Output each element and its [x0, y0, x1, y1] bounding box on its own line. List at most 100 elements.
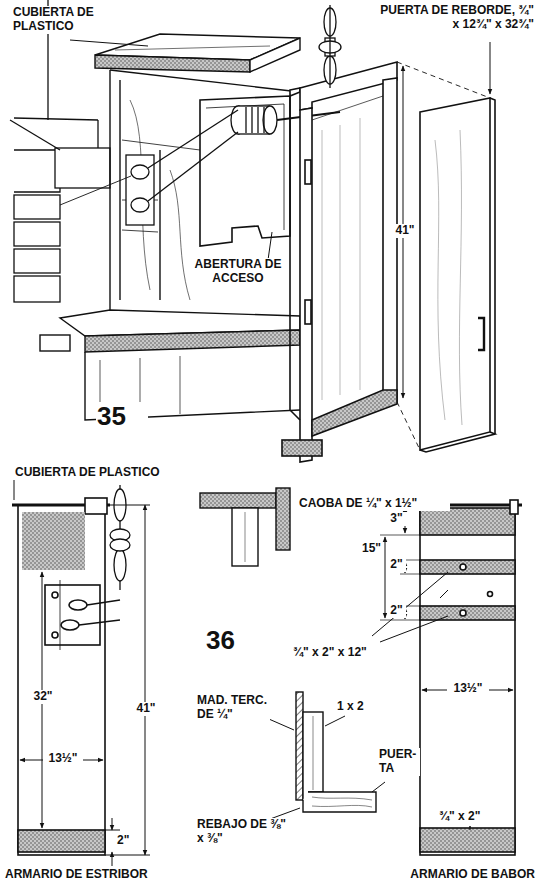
leader-line: [325, 716, 345, 726]
dimension: 13½": [447, 682, 489, 696]
hull-planks: [14, 150, 60, 192]
dimension: ¾" x 2" x 12": [292, 646, 394, 660]
leader-line: [380, 616, 448, 642]
cabinet-frame: [305, 160, 311, 184]
rear-wall: [119, 80, 120, 300]
sheaves: [60, 176, 131, 205]
port-cabinet: [488, 592, 493, 597]
sheaves: [148, 132, 238, 201]
rear-wall: [109, 70, 110, 310]
cabinet-door: [397, 62, 490, 450]
part-label: PUER- TA: [378, 748, 420, 776]
leader-line: [372, 782, 385, 792]
cabinet-frame: [383, 78, 397, 404]
rear-wall: [159, 150, 160, 300]
part-label: CUBIERTA DE PLASTICO: [14, 466, 206, 480]
part-label: PUERTA DE REBORDE, ¾" x 12¾" x 32¾": [378, 4, 535, 32]
bracket: [97, 120, 98, 148]
dimension-line: [380, 620, 420, 621]
plastic-cover: [95, 34, 300, 72]
part-label: CAOBA DE ¼" x 1½": [298, 497, 450, 511]
steering-wheel: [319, 5, 341, 88]
starboard-cabinet: [45, 585, 100, 645]
dimension-line: [110, 505, 150, 506]
hull-planks: [14, 276, 60, 302]
bottom-shelf: [40, 310, 300, 420]
door-rabbet-detail: [296, 692, 303, 800]
sheaves: [126, 155, 154, 225]
starboard-cabinet: [85, 498, 107, 514]
dimension: 13½": [43, 752, 83, 766]
starboard-cabinet: [61, 620, 79, 630]
mahogany-detail: [276, 488, 290, 550]
rear-wall: [122, 230, 158, 232]
rear-wall: [170, 170, 190, 300]
starboard-cabinet: [60, 580, 61, 650]
dimension-line: [112, 818, 113, 830]
starboard-cabinet: [52, 592, 58, 598]
port-cabinet: [440, 590, 448, 598]
part-label: ABERTURA DE ACCESO: [192, 258, 284, 286]
steering-wheel: [110, 485, 130, 590]
dimension: 32": [28, 690, 58, 704]
port-cabinet: [510, 500, 518, 514]
mahogany-detail: [245, 512, 246, 562]
dimension: 3": [387, 512, 406, 526]
port-cabinet: [460, 564, 466, 570]
dimension: 1 x 2: [336, 700, 378, 714]
starboard-cabinet: [79, 620, 120, 625]
hull-planks: [14, 222, 60, 246]
leader-line: [490, 42, 491, 94]
door-rabbet-detail: [303, 712, 323, 800]
mahogany-detail: [232, 508, 258, 566]
part-label: REBAJO DE ⅜" x ⅜": [196, 818, 288, 846]
pulley: [231, 106, 340, 134]
pulley: [245, 107, 246, 133]
caption-label: ARMARIO DE BABOR: [396, 868, 536, 882]
dimension-line: [380, 507, 513, 828]
port-cabinet: [414, 500, 522, 855]
starboard-cabinet: [69, 600, 87, 610]
figure-number: 35: [96, 402, 148, 432]
bottom-shelf: [85, 330, 300, 352]
dimension: 2": [116, 834, 140, 848]
access-opening: [200, 96, 290, 246]
plastic-cover: [115, 46, 270, 50]
port-cabinet: [420, 508, 515, 535]
bracket: [10, 120, 60, 150]
cabinet-frame: [282, 440, 322, 456]
sheaves: [131, 198, 149, 212]
port-cabinet: [420, 606, 515, 620]
rear-wall: [110, 70, 300, 310]
leader-line: [268, 232, 272, 260]
leader-line: [262, 716, 385, 822]
bracket: [55, 148, 110, 188]
starboard-cabinet: [12, 498, 120, 855]
cabinet-frame: [312, 96, 383, 120]
rear-wall: [110, 70, 300, 92]
cabinet-frame: [282, 62, 397, 462]
door-rabbet-detail: [303, 792, 376, 812]
starboard-cabinet: [18, 830, 105, 852]
steering-wheel: [329, 5, 330, 88]
cabinet-frame: [290, 96, 300, 420]
pulley: [263, 107, 264, 133]
bracket: [14, 118, 98, 120]
dimension: 41": [131, 702, 161, 716]
starboard-cabinet: [87, 600, 120, 605]
steering-wheel: [114, 549, 126, 581]
cabinet-frame: [290, 88, 300, 96]
sheaves: [131, 165, 149, 179]
leader-line: [14, 480, 15, 500]
starboard-cabinet: [22, 512, 85, 570]
pulley: [238, 133, 270, 134]
starboard-cabinet: [18, 505, 105, 855]
bracket: [10, 0, 110, 188]
port-cabinet: [420, 828, 515, 852]
dimension: 41": [392, 224, 418, 238]
pulley: [257, 107, 258, 133]
hull-planks: [14, 150, 60, 302]
dimension-line: [20, 505, 150, 866]
cabinet-door: [490, 98, 495, 434]
access-opening: [200, 96, 290, 246]
